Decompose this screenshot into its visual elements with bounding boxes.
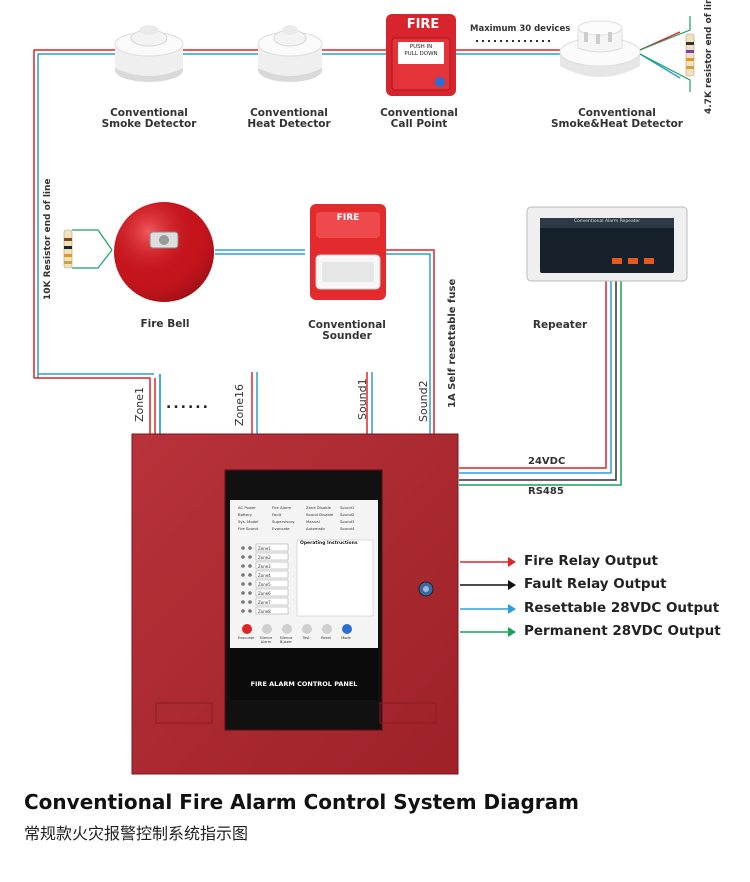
call-point-icon: [386, 14, 456, 96]
fire-relay-output-label: Fire Relay Output: [524, 553, 659, 569]
diagram-title: Conventional Fire Alarm Control System D…: [24, 790, 579, 814]
instructions-title: Operating Instructions: [300, 541, 358, 546]
call-point-button-text: PUSH IN PULL DOWN: [404, 44, 438, 57]
silence-alarm-button-label: Silence Alarm: [259, 636, 273, 644]
resistor-47k-label: 4.7K resistor end of line: [704, 0, 714, 114]
status-sound1: Sound1: [340, 505, 355, 510]
status-battery: Battery: [238, 512, 253, 517]
smoke-heat-detector-label: Conventional Smoke&Heat Detector: [551, 107, 683, 130]
sounder-wires: [215, 249, 435, 435]
silence-buzzer-button-label: Silence Buzzer: [279, 636, 293, 644]
zone-label: Zone8: [258, 609, 271, 614]
panel-leds: [241, 546, 252, 613]
diagram-subtitle: 常规款火灾报警控制系统指示图: [24, 824, 249, 843]
status-ac-power: AC Power: [238, 505, 256, 510]
resistor-10k-wires: [72, 229, 113, 269]
panel-button-labels: Evacuate Silence Alarm Silence Buzzer Te…: [236, 636, 360, 644]
panel-buttons: [242, 624, 352, 634]
zone-label: Zone4: [258, 573, 271, 578]
repeater-wires: [459, 280, 622, 486]
control-panel-icon: [131, 433, 459, 775]
terminal-zone16: Zone16: [233, 383, 246, 426]
test-button-label: Test: [302, 636, 310, 640]
status-automatic: Automatic: [306, 526, 326, 531]
max-devices-label: Maximum 30 devices: [470, 24, 571, 34]
panel-status-grid: AC Power Fire Alarm Zone Disable Sound1 …: [238, 505, 374, 531]
power-24vdc-label: 24VDC: [528, 456, 566, 467]
resistor-10k-label: 10K Resistor end of line: [43, 178, 53, 300]
fire-bell-icon: [114, 202, 214, 302]
zone-label: Zone7: [258, 600, 271, 605]
status-sound-disable: Sound Disable: [306, 512, 334, 517]
status-sys-model: Sys. Model: [238, 519, 259, 524]
repeater-title: Conventional Alarm Repeater: [573, 219, 641, 224]
resistor-47k-icon: [685, 33, 695, 77]
resettable-output-label: Resettable 28VDC Output: [524, 600, 720, 616]
resistor-47k-wires: [639, 16, 691, 92]
zone-label: Zone1: [258, 546, 271, 551]
zone-label: Zone2: [258, 555, 271, 560]
status-sound4: Sound4: [340, 526, 355, 531]
status-supervisory: Supervisory: [272, 519, 295, 524]
output-arrows: [460, 557, 516, 637]
smoke-detector-label: Conventional Smoke Detector: [101, 107, 197, 130]
zone-label: Zone6: [258, 591, 271, 596]
instructions-box: [296, 539, 374, 617]
repeater-label: Repeater: [532, 319, 588, 331]
sounder-icon: [310, 204, 386, 300]
zone-label: Zone3: [258, 564, 271, 569]
terminal-sound1: Sound1: [356, 378, 369, 420]
status-fault: Fault: [272, 512, 282, 517]
panel-zone-list: Zone1 Zone2 Zone3 Zone4 Zone5 Zone6 Zone…: [258, 544, 288, 616]
fire-bell-label: Fire Bell: [140, 318, 190, 330]
call-point-label: Conventional Call Point: [380, 107, 458, 130]
smoke-heat-detector-icon: [559, 20, 641, 77]
sounder-sign: FIRE: [336, 213, 360, 223]
fault-relay-output-label: Fault Relay Output: [524, 576, 667, 592]
evacuate-button-label: Evacuate: [237, 636, 255, 640]
resistor-10k-icon: [63, 229, 73, 269]
status-zone-disable: Zone Disable: [306, 505, 331, 510]
smoke-detector-icon: [114, 25, 184, 82]
mode-button-label: Mode: [341, 636, 351, 640]
status-evacuate: Evacuate: [272, 526, 290, 531]
zone-loop-wires: [33, 31, 681, 435]
zone-boxes: [255, 543, 289, 615]
heat-detector-label: Conventional Heat Detector: [247, 107, 331, 130]
status-sound3: Sound3: [340, 519, 355, 524]
terminal-zone1: Zone1: [133, 386, 146, 422]
fuse-label: 1A Self resettable fuse: [447, 278, 458, 408]
rs485-label: RS485: [528, 486, 564, 497]
status-manual: Manual: [306, 519, 320, 524]
panel-name: FIRE ALARM CONTROL PANEL: [250, 680, 358, 688]
call-point-sign: FIRE: [406, 17, 440, 32]
zone-label: Zone5: [258, 582, 271, 587]
status-sound2: Sound2: [340, 512, 355, 517]
status-fire-alarm: Fire Alarm: [272, 505, 292, 510]
permanent-output-label: Permanent 28VDC Output: [524, 623, 721, 639]
reset-button-label: Reset: [321, 636, 331, 640]
sounder-label: Conventional Sounder: [308, 319, 386, 342]
repeater-icon: [526, 206, 688, 282]
status-fire-sound: Fire Sound: [238, 526, 258, 531]
terminal-dots: ......: [166, 396, 210, 412]
heat-detector-icon: [257, 25, 323, 82]
terminal-sound2: Sound2: [417, 380, 430, 422]
